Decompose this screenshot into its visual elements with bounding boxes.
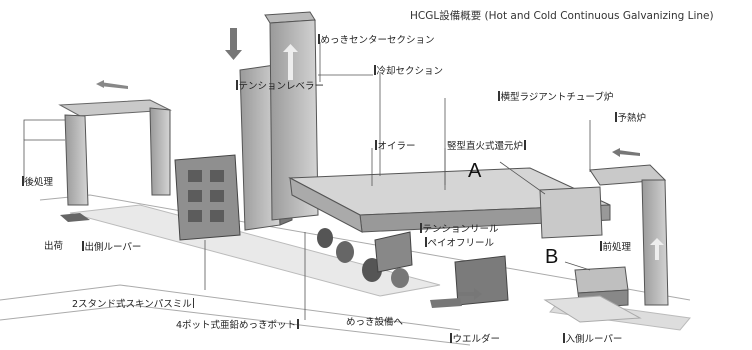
label-tension-reel: テンションリール [420,223,499,235]
label-pretreatment: 前処理 [600,241,631,253]
label-welder: ウエルダー [450,333,500,345]
label-radiant-tube-furnace: 横型ラジアントチューブ炉 [498,91,613,103]
cooling-and-radiant-furnace [288,167,611,239]
label-exit-looper: 出側ルーパー [82,241,141,253]
label-direct-fire-furnace: 竪型直火式還元炉 [447,140,527,152]
label-galvanizing-pot: 4ポット式亜鉛めっきポット [176,319,300,331]
coil-equipment [317,228,509,308]
entry-looper [543,295,642,323]
label-oiler: オイラー [375,140,416,152]
diagram-title: HCGL設備概要 (Hot and Cold Continuous Galvan… [410,10,714,22]
label-post-treatment: 後処理 [22,176,53,188]
label-to-plating: めっき設備へ [346,317,404,328]
label-cooling-section: 冷却セクション [374,65,443,77]
label-tension-leveler: テンションレベラー [236,80,324,92]
post-treatment-unit [58,80,172,206]
label-entry-looper: 入側ルーパー [563,333,622,345]
label-payoff-reel: ペイオフリール [425,237,494,249]
preheat-furnace [589,148,669,306]
label-skinpass-mill: 2スタンド式スキンパスミル [72,298,195,310]
label-plating-center: めっきセンターセクション [318,34,435,46]
label-shipping: 出荷 [44,241,64,252]
plating-center-tower [264,11,319,221]
label-preheat-furnace: 予熱炉 [615,112,646,124]
marker-a: A [468,160,482,182]
skinpass-mill [174,154,241,241]
leader-lines [23,42,591,320]
marker-b: B [545,246,559,268]
